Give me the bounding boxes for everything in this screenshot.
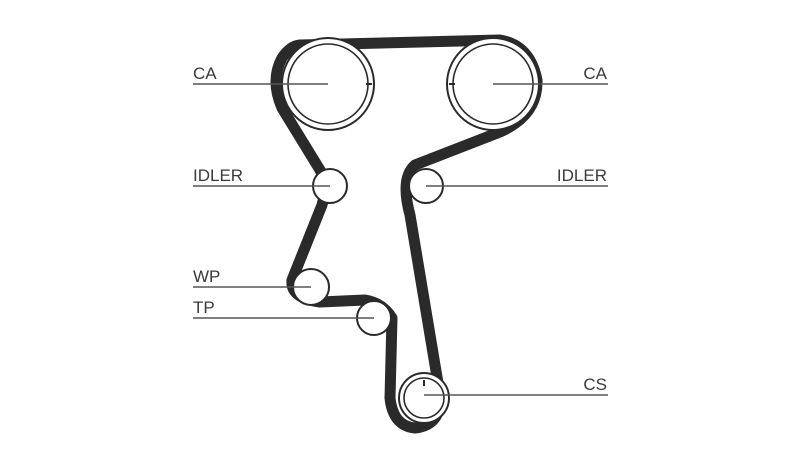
label-water-pump: WP — [193, 267, 220, 286]
label-camshaft-right: CA — [583, 64, 607, 83]
label-idler-right: IDLER — [557, 166, 607, 185]
crankshaft-pulley — [398, 372, 450, 424]
label-idler-left: IDLER — [193, 166, 243, 185]
label-crankshaft: CS — [583, 375, 607, 394]
label-camshaft-left: CA — [193, 64, 217, 83]
label-tensioner: TP — [193, 298, 215, 317]
